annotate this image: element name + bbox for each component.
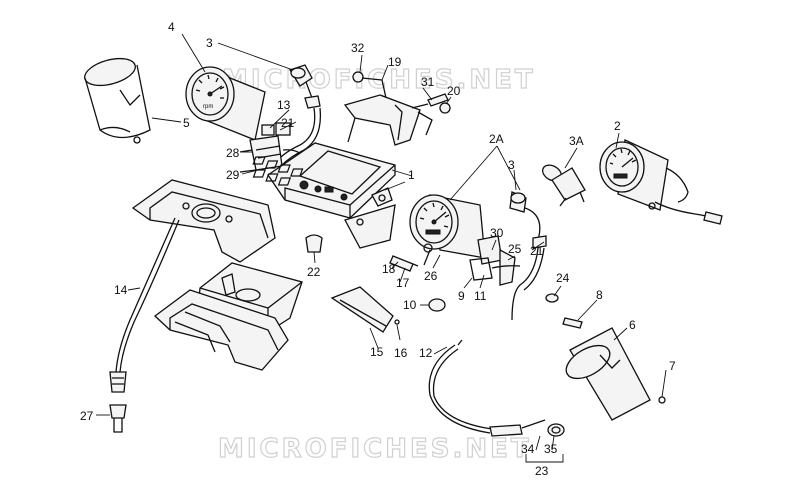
callout-labels: 4 3 5 32 19 31 20 13 21 28 29 1 2A 3 3A … — [80, 20, 676, 478]
upper-bracket — [343, 71, 451, 146]
speedo-cable-12 — [428, 339, 546, 437]
cable-end-27 — [109, 404, 127, 433]
odometer-reset-parts — [469, 235, 521, 286]
label-26: 26 — [424, 269, 438, 283]
grommet-10 — [428, 298, 446, 312]
label-20: 20 — [447, 84, 461, 98]
label-8: 8 — [596, 288, 603, 302]
cover-plate-15 — [330, 286, 400, 333]
bolt-17-18 — [389, 255, 419, 272]
label-3A: 3A — [569, 134, 584, 148]
leader-lines — [96, 33, 667, 463]
label-28: 28 — [226, 146, 240, 160]
speedometer-2a — [409, 194, 486, 266]
watermark-bottom: MICROFICHES.NET — [218, 434, 532, 464]
right-instrument-cup — [565, 327, 666, 421]
label-9: 9 — [458, 289, 465, 303]
label-19: 19 — [388, 55, 402, 69]
label-31: 31 — [421, 75, 435, 89]
label-12: 12 — [419, 346, 433, 360]
label-7: 7 — [669, 359, 676, 373]
label-3-top: 3 — [206, 36, 213, 50]
base-plate — [153, 289, 289, 371]
label-6: 6 — [629, 318, 636, 332]
label-23: 23 — [535, 464, 549, 478]
label-24: 24 — [556, 271, 570, 285]
label-2: 2 — [614, 119, 621, 133]
label-22: 22 — [307, 265, 321, 279]
label-21-right: 21 — [530, 244, 544, 258]
washer-24 — [545, 293, 559, 303]
label-14: 14 — [114, 283, 128, 297]
speedometer-2 — [599, 139, 723, 225]
lower-housing-cover — [131, 179, 276, 263]
nut-34-35 — [547, 423, 565, 437]
label-18: 18 — [382, 262, 396, 276]
instrument-console — [252, 142, 396, 249]
label-21-top: 21 — [281, 116, 295, 130]
label-25: 25 — [508, 242, 522, 256]
knob-22 — [305, 234, 323, 253]
sensor-3a — [542, 164, 586, 207]
label-2A: 2A — [489, 132, 504, 146]
label-30: 30 — [490, 226, 504, 240]
label-17: 17 — [396, 276, 410, 290]
label-32: 32 — [351, 41, 365, 55]
label-3-right: 3 — [508, 158, 515, 172]
label-29: 29 — [226, 168, 240, 182]
label-34: 34 — [521, 442, 535, 456]
label-10: 10 — [403, 298, 417, 312]
pin-8 — [562, 317, 583, 329]
label-4: 4 — [168, 20, 175, 34]
left-instrument-cup — [84, 57, 151, 144]
label-1: 1 — [408, 168, 415, 182]
label-11: 11 — [474, 289, 487, 303]
label-15: 15 — [370, 345, 384, 359]
tacho-cable-elbow — [277, 64, 322, 166]
tacho-cable-14 — [109, 217, 180, 393]
label-16: 16 — [394, 346, 408, 360]
svg-text:rpm: rpm — [203, 104, 213, 110]
speedo-cable-elbow — [509, 191, 547, 321]
label-5: 5 — [183, 116, 190, 130]
label-27: 27 — [80, 409, 94, 423]
label-13: 13 — [277, 98, 291, 112]
label-35: 35 — [544, 442, 558, 456]
